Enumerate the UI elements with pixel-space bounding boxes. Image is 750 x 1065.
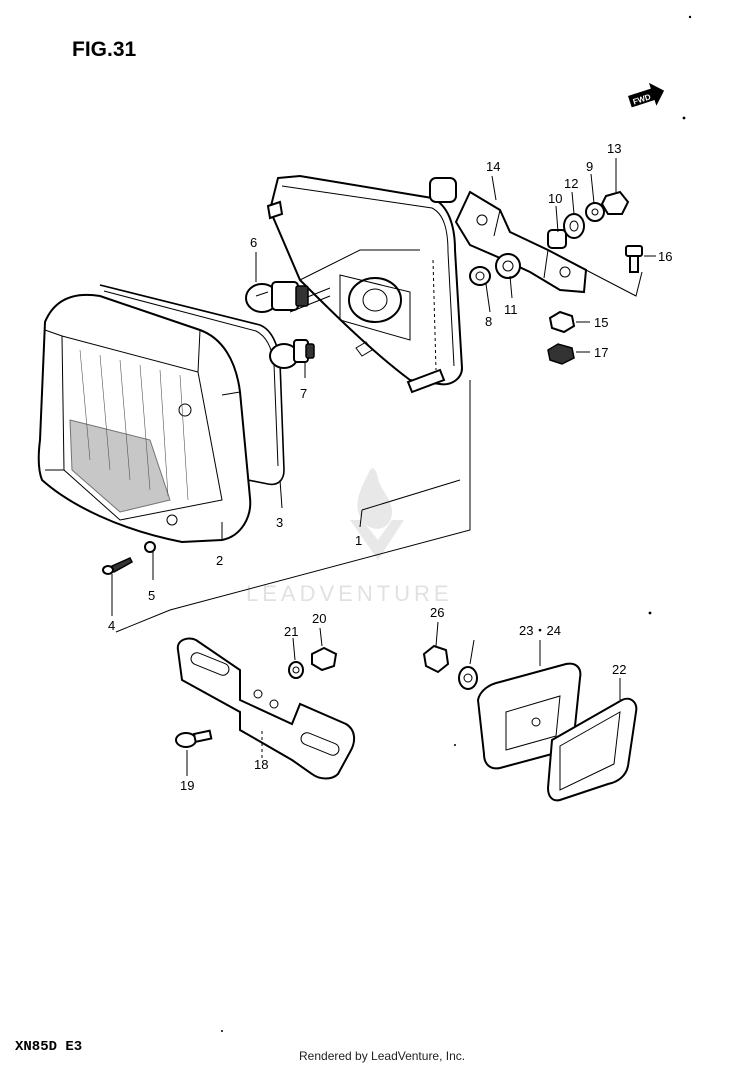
callout-10: 10 — [548, 191, 562, 206]
footer-credit: Rendered by LeadVenture, Inc. — [299, 1049, 465, 1063]
figure-title: FIG.31 — [72, 38, 137, 61]
callout-23-24: 23・24 — [519, 623, 561, 638]
tail-light-housing — [266, 174, 464, 394]
washer-21 — [288, 661, 304, 679]
nut-25 — [422, 644, 450, 674]
callout-9: 9 — [586, 159, 593, 174]
callout-1: 1 — [355, 533, 362, 548]
callout-3: 3 — [276, 515, 283, 530]
fwd-arrow-badge: FWD — [628, 82, 665, 108]
callout-5: 5 — [148, 588, 155, 603]
washer-11 — [495, 253, 521, 279]
washer-9 — [585, 202, 605, 222]
callout-17: 17 — [594, 345, 608, 360]
nut-17 — [547, 343, 575, 365]
lens-gasket — [99, 284, 285, 486]
callout-16: 16 — [658, 249, 672, 264]
license-lens — [546, 697, 638, 802]
stop-tail-bulb — [245, 281, 309, 313]
callout-25: 26 — [430, 605, 444, 620]
callout-8: 8 — [485, 314, 492, 329]
callout-18: 18 — [254, 757, 268, 772]
washer-26 — [458, 666, 478, 690]
grommet-12 — [563, 213, 585, 239]
nut-15 — [548, 310, 576, 334]
license-bracket — [176, 637, 356, 780]
collar-10 — [547, 229, 567, 249]
callout-15: 15 — [594, 315, 608, 330]
callout-7: 7 — [300, 386, 307, 401]
callout-11: 11 — [504, 302, 518, 317]
leader-lines — [111, 158, 656, 776]
bolt-16 — [625, 245, 643, 273]
housing-bracket — [454, 190, 588, 294]
tail-lens — [37, 293, 252, 544]
watermark-text: LEADVENTURE — [246, 581, 453, 606]
callout-22: 22 — [612, 662, 626, 677]
screw-4 — [102, 557, 133, 575]
license-bulb — [269, 339, 315, 369]
nut-20 — [311, 646, 338, 672]
nut-13 — [600, 190, 630, 215]
callout-20: 20 — [312, 611, 326, 626]
callout-12: 12 — [564, 176, 578, 191]
bolt-19 — [175, 729, 213, 748]
washer-8 — [469, 266, 491, 286]
callout-21: 21 — [284, 624, 298, 639]
callout-14: 14 — [486, 159, 500, 174]
callout-4: 4 — [108, 618, 115, 633]
washer-5 — [144, 541, 156, 553]
model-code: XN85D E3 — [15, 1039, 82, 1055]
callout-labels: 6 7 3 2 1 4 5 14 10 12 9 13 16 8 11 15 1… — [108, 141, 672, 793]
watermark: LEADVENTURE — [246, 468, 453, 606]
callout-13: 13 — [607, 141, 621, 156]
scan-specks — [221, 15, 692, 1032]
callout-6: 6 — [250, 235, 257, 250]
callout-2: 2 — [216, 553, 223, 568]
callout-19: 19 — [180, 778, 194, 793]
